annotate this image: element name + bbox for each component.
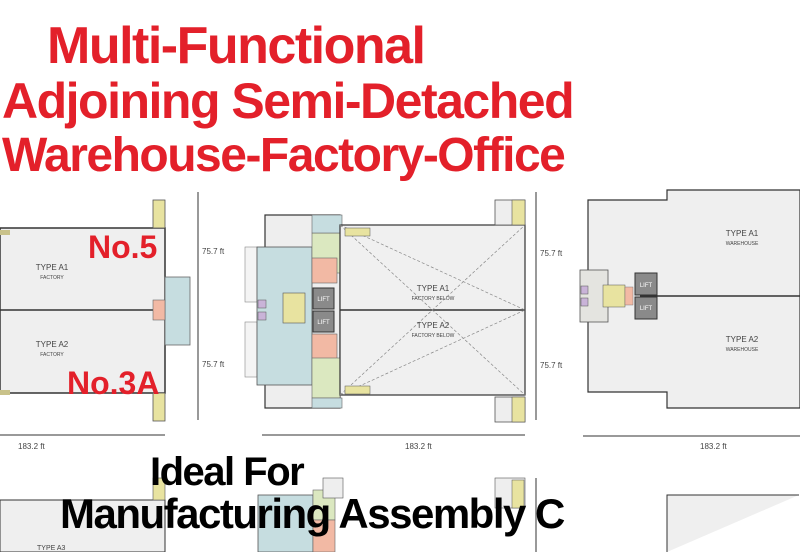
lift-shaft [312, 287, 335, 310]
bottom-floor-plans: TYPE A3 [0, 477, 799, 552]
lift-label: LIFT [317, 320, 330, 326]
unit-label: TYPE A1 [726, 229, 759, 238]
dimension-label: 75.7 ft [540, 361, 563, 370]
left-floor-plan: TYPE A1 FACTORY TYPE A2 FACTORY 75.7 ft … [0, 192, 225, 451]
use-label: WAREHOUSE [726, 347, 759, 353]
footer-line-2: Manufacturing Assembly C [60, 490, 565, 537]
dimension-label: 75.7 ft [202, 360, 225, 369]
headline-line-3: Warehouse-Factory-Office [2, 129, 566, 182]
headline-line-1: Multi-Functional [47, 17, 426, 75]
dimension-label: 183.2 ft [18, 442, 45, 451]
dimension-label: 75.7 ft [540, 249, 563, 258]
lift-label: LIFT [640, 306, 653, 312]
unit-number-marker: No.5 [88, 229, 157, 265]
lift-label: LIFT [317, 297, 330, 303]
unit-label: TYPE A1 [36, 263, 69, 272]
right-floor-plan: LIFT LIFT TYPE A1 WAREHOUSE TYPE A2 WARE… [579, 189, 800, 451]
use-label: FACTORY [40, 352, 64, 358]
use-label: FACTORY [40, 275, 64, 281]
unit-label: TYPE A3 [37, 545, 66, 552]
unit-label: TYPE A2 [417, 321, 450, 330]
lift-shaft [634, 296, 658, 320]
lift-shaft [634, 272, 658, 296]
unit-label: TYPE A2 [36, 340, 69, 349]
unit-label: TYPE A2 [726, 335, 759, 344]
dimension-label: 183.2 ft [700, 442, 727, 451]
use-label: FACTORY BELOW [412, 296, 455, 302]
middle-floor-plan: LIFT LIFT TYPE A1 FACTORY BELOW TYPE A2 … [244, 192, 563, 451]
footer-line-1: Ideal For [150, 450, 305, 494]
unit-number-marker: No.3A [67, 365, 159, 401]
lift-shaft [312, 310, 335, 333]
dimension-label: 183.2 ft [405, 442, 432, 451]
lift-label: LIFT [640, 283, 653, 289]
unit-label: TYPE A1 [417, 284, 450, 293]
dimension-label: 75.7 ft [202, 247, 225, 256]
use-label: WAREHOUSE [726, 241, 759, 247]
use-label: FACTORY BELOW [412, 333, 455, 339]
headline-line-2: Adjoining Semi-Detached [2, 73, 575, 129]
